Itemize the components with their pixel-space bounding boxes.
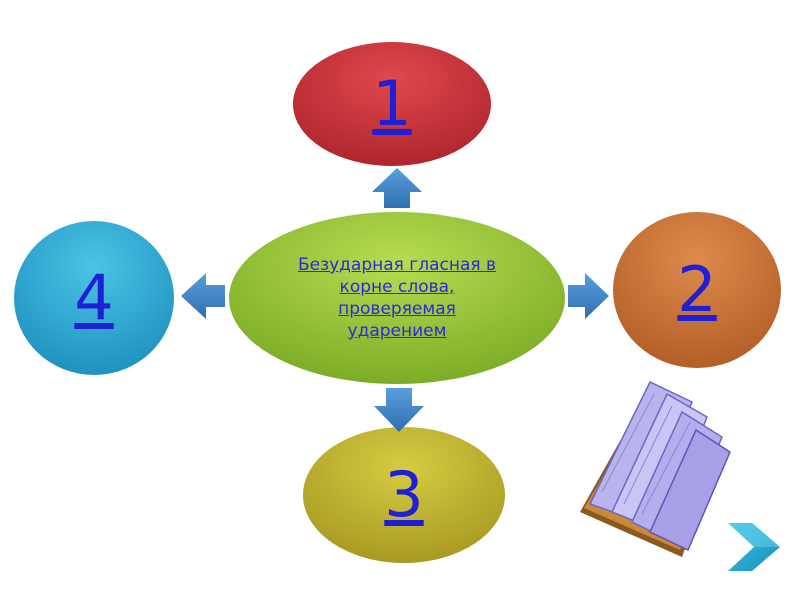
node-2-link[interactable]: 2 bbox=[677, 253, 717, 326]
center-node[interactable]: Безударная гласная в корне слова, провер… bbox=[229, 212, 565, 384]
next-slide-button[interactable] bbox=[726, 519, 782, 575]
node-3-link[interactable]: 3 bbox=[384, 458, 424, 531]
node-4[interactable]: 4 bbox=[14, 221, 174, 375]
arrow-right-icon bbox=[568, 273, 609, 319]
arrow-down-icon bbox=[374, 388, 424, 432]
node-4-link[interactable]: 4 bbox=[74, 261, 114, 334]
node-4-shape bbox=[14, 221, 174, 375]
node-3[interactable]: 3 bbox=[303, 427, 505, 563]
arrow-up-icon bbox=[372, 168, 422, 208]
center-node-link[interactable]: Безударная гласная в корне слова, провер… bbox=[297, 255, 497, 341]
node-1-shape bbox=[293, 42, 491, 166]
node-2[interactable]: 2 bbox=[613, 212, 781, 368]
open-book-icon bbox=[580, 381, 731, 557]
node-1-link[interactable]: 1 bbox=[372, 67, 412, 140]
node-2-shape bbox=[613, 212, 781, 368]
center-node-shape bbox=[229, 212, 565, 384]
node-3-shape bbox=[303, 427, 505, 563]
chevron-right-icon bbox=[728, 523, 780, 571]
arrow-left-icon bbox=[181, 273, 225, 319]
node-1[interactable]: 1 bbox=[293, 42, 491, 166]
